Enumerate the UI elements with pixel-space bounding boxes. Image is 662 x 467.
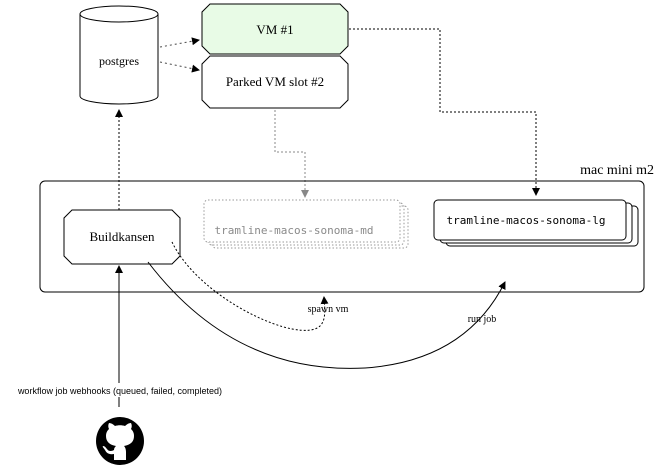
- vm2-to-sonoma-md-edge: [274, 110, 309, 198]
- mac-mini-label: mac mini m2: [580, 163, 654, 178]
- postgres-to-vm1-edge: [159, 37, 200, 48]
- postgres-label: postgres: [99, 54, 139, 68]
- mac-mini-host: mac mini m2: [39, 163, 654, 293]
- run-job-edge: [147, 261, 506, 369]
- vm-1-node: VM #1: [201, 3, 349, 55]
- postgres-database: postgres: [79, 5, 159, 105]
- postgres-to-vm2-edge: [159, 61, 200, 73]
- buildkansen-node: Buildkansen: [63, 209, 181, 265]
- run-job-label: run job: [468, 314, 497, 325]
- sonoma-lg-label: tramline-macos-sonoma-lg: [447, 214, 606, 227]
- parked-vm-slot-label: Parked VM slot #2: [226, 74, 324, 89]
- buildkansen-label: Buildkansen: [90, 229, 155, 244]
- sonoma-md-label: tramline-macos-sonoma-md: [215, 224, 374, 237]
- webhooks-label: workflow job webhooks (queued, failed, c…: [17, 386, 222, 396]
- github-icon: [96, 417, 144, 465]
- spawn-vm-label: spawn vm: [308, 304, 349, 315]
- sonoma-lg-vm: tramline-macos-sonoma-lg: [433, 199, 639, 247]
- webhooks-label-bg: [3, 383, 239, 397]
- vm-1-label: VM #1: [256, 22, 293, 37]
- sonoma-md-vm: tramline-macos-sonoma-md: [203, 199, 409, 249]
- vm1-to-sonoma-lg-edge: [349, 28, 540, 196]
- parked-vm-slot-node: Parked VM slot #2: [201, 55, 349, 109]
- spawn-vm-edge: [171, 241, 329, 331]
